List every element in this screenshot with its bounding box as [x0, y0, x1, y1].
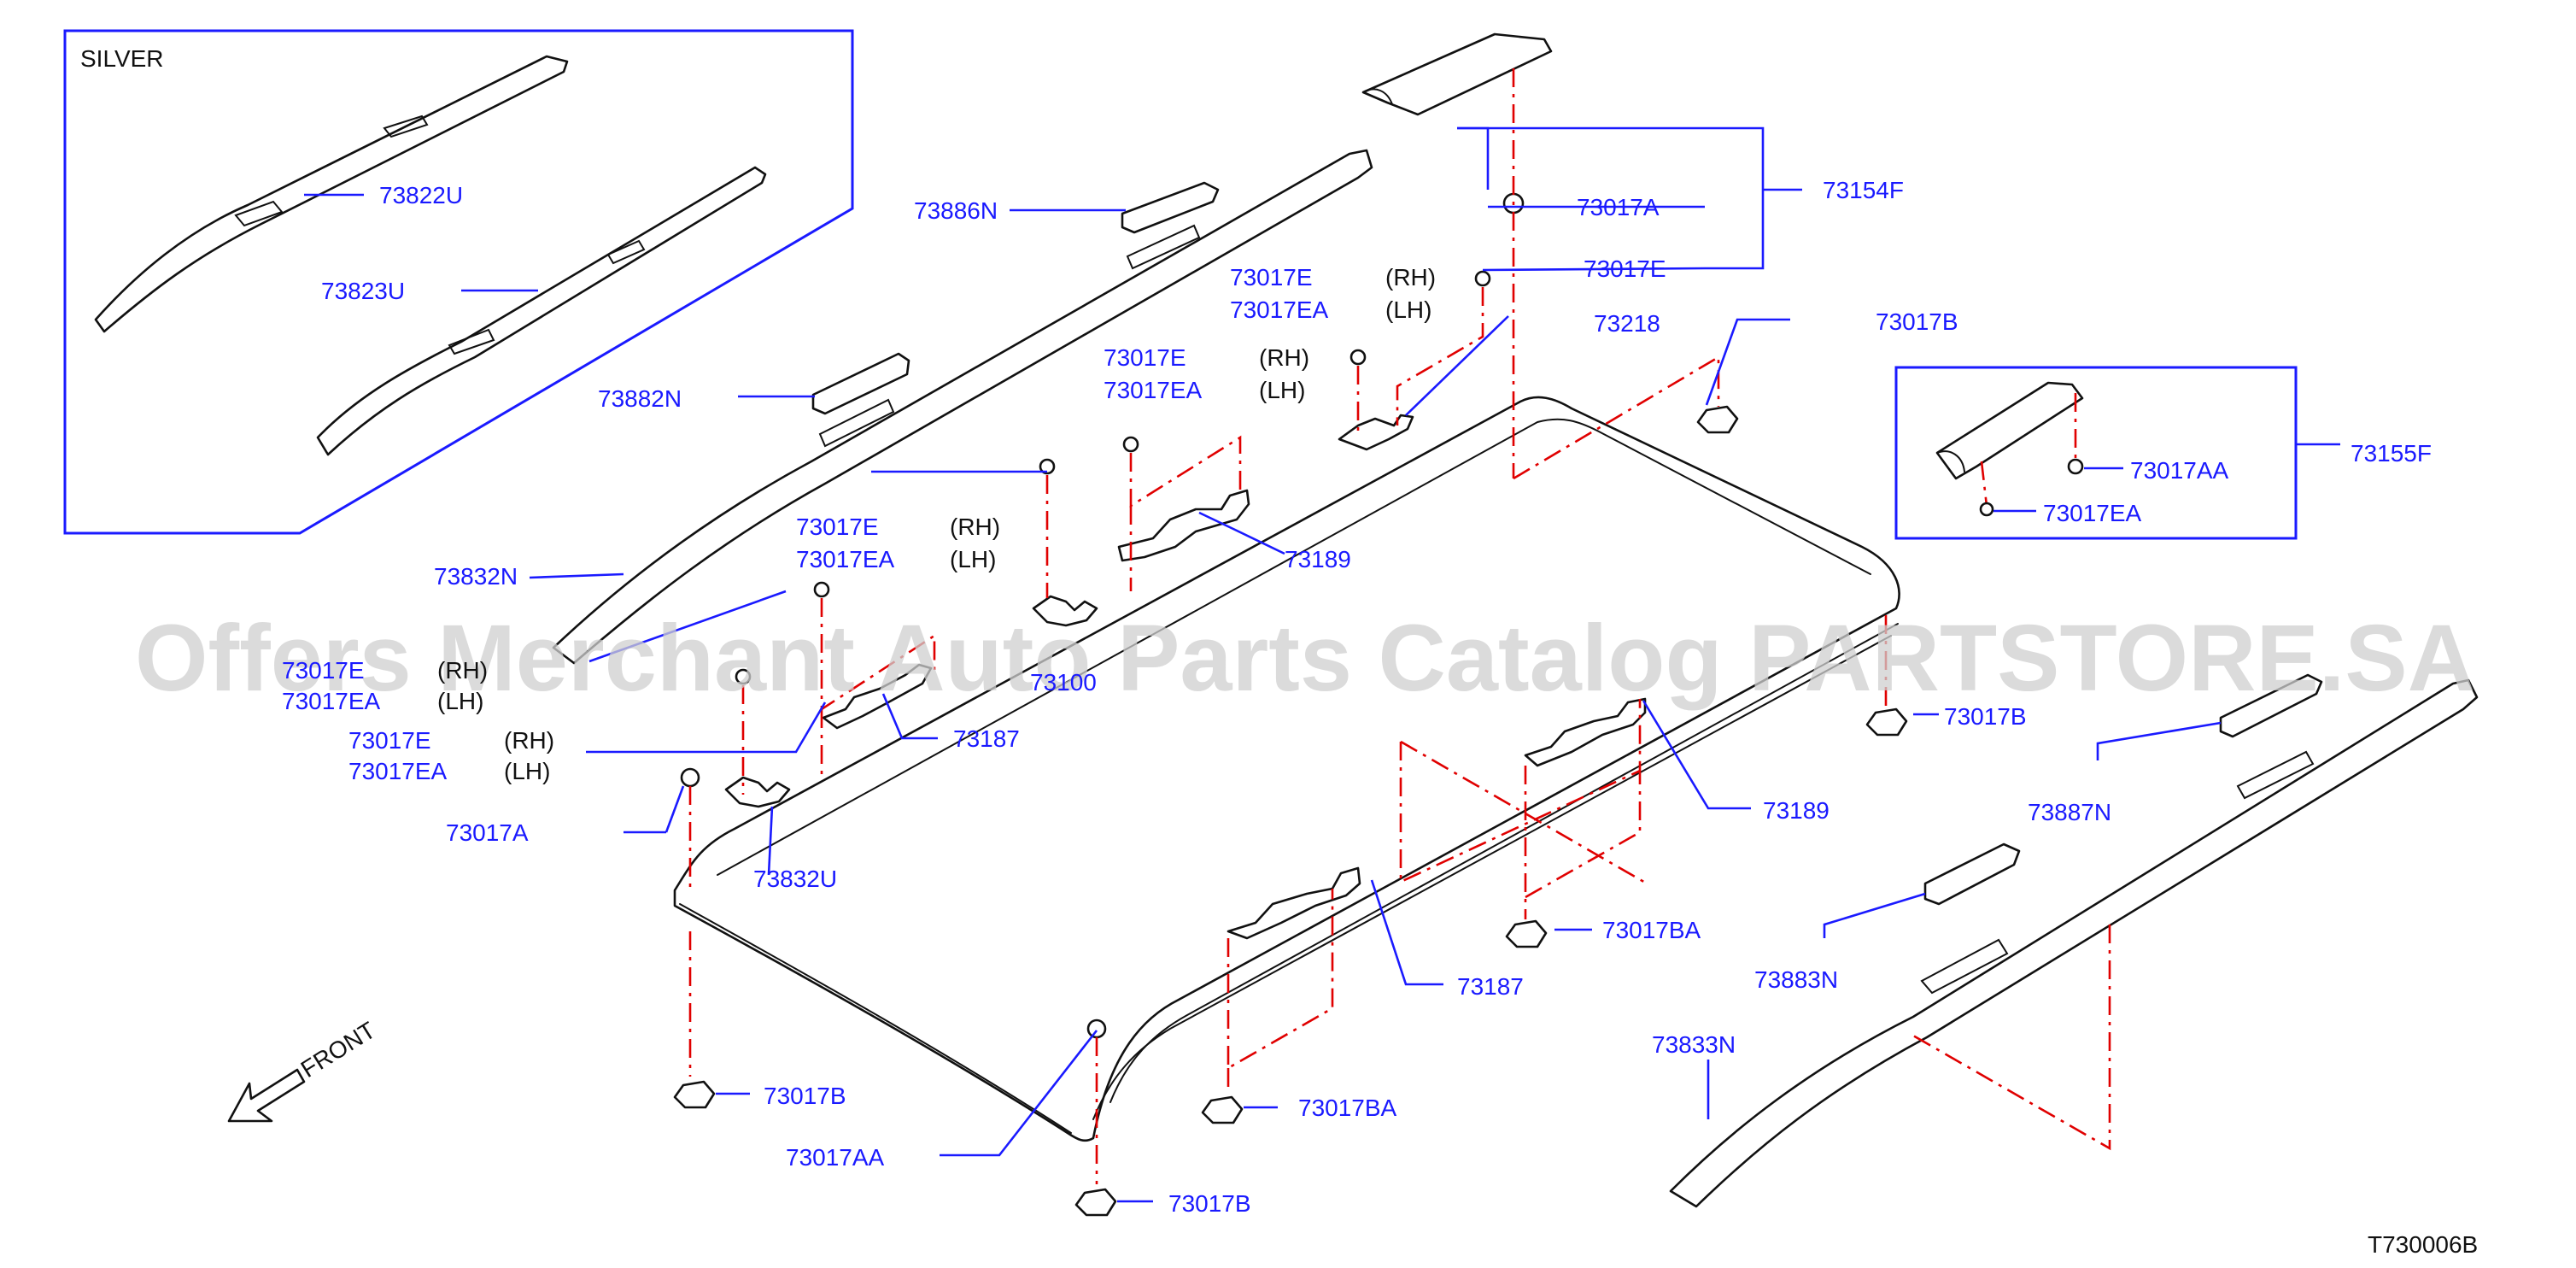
endcap-73886n-part — [1121, 181, 1220, 234]
label-73017ea-inset: 73017EA — [2043, 500, 2142, 526]
label-73017e-100: 73017E — [796, 514, 879, 540]
label-73832n: 73832N — [434, 563, 518, 590]
endcap-73155f-part — [1935, 381, 2084, 480]
label-73017e-832u: 73017E — [348, 727, 431, 754]
label-lh-189: (LH) — [1259, 377, 1305, 403]
watermark-text: Offers Merchant Auto Parts Catalog PARTS… — [135, 606, 2475, 711]
label-rh-189: (RH) — [1259, 344, 1309, 371]
fasteners — [673, 192, 1908, 1217]
label-lh-218: (LH) — [1385, 296, 1431, 323]
brackets — [724, 414, 1647, 940]
label-rh-832u: (RH) — [504, 727, 554, 754]
label-73017e-218: 73017E — [1230, 264, 1313, 291]
part-labels: 73822U 73823U 73886N 73882N 73832N 73154… — [282, 177, 2432, 1217]
front-direction-indicator: FRONT — [227, 1017, 380, 1123]
leader-lines — [586, 126, 1939, 1203]
label-73017ba-bottom: 73017BA — [1298, 1095, 1397, 1121]
label-73017e-top: 73017E — [1584, 255, 1666, 282]
rail-73822u-part — [94, 55, 569, 333]
front-arrow-icon — [227, 1068, 306, 1123]
roof-rail-left — [529, 149, 1373, 665]
label-rh-100: (RH) — [950, 514, 1000, 540]
label-73100: 73100 — [1030, 669, 1097, 696]
label-73017e-187: 73017E — [282, 657, 365, 684]
label-73823u: 73823U — [321, 278, 405, 304]
centerlines — [688, 68, 2111, 1184]
rail-73832n-part — [552, 149, 1373, 665]
endcap-73882n-part — [811, 352, 910, 415]
endcap-73883n-part — [1923, 842, 2021, 906]
inset-73155f — [1894, 366, 2340, 540]
rail-73823u-part — [316, 166, 767, 456]
label-73218: 73218 — [1594, 310, 1660, 337]
label-73832u: 73832U — [753, 866, 837, 892]
label-73017a-left: 73017A — [446, 819, 529, 846]
label-73189-top: 73189 — [1285, 546, 1351, 572]
silver-inset-box: SILVER — [63, 29, 854, 535]
label-73154f: 73154F — [1823, 177, 1904, 203]
label-lh-832u: (LH) — [504, 758, 550, 784]
label-73189-bottom: 73189 — [1763, 797, 1830, 824]
label-73017b-left: 73017B — [764, 1083, 846, 1109]
front-label: FRONT — [296, 1017, 380, 1083]
label-73017b-top: 73017B — [1876, 308, 1958, 335]
label-73886n: 73886N — [914, 197, 998, 224]
label-rh-218: (RH) — [1385, 264, 1436, 291]
label-73017b-right: 73017B — [1944, 703, 2027, 730]
label-73017ea-189: 73017EA — [1104, 377, 1203, 403]
label-73017ea-832u: 73017EA — [348, 758, 448, 784]
label-73017ea-218: 73017EA — [1230, 296, 1329, 323]
endcap-73154f-part — [1361, 32, 1553, 116]
label-73187-top: 73187 — [953, 725, 1020, 752]
label-73017e-189: 73017E — [1104, 344, 1186, 371]
roof-panel-73100-part — [673, 396, 1900, 1142]
label-lh-187: (LH) — [437, 688, 483, 714]
roof-panel — [673, 396, 1900, 1142]
label-73017ba-right: 73017BA — [1602, 917, 1701, 943]
label-73017a-top: 73017A — [1577, 194, 1660, 220]
label-lh-100: (LH) — [950, 546, 996, 572]
label-73017b-bottom: 73017B — [1168, 1190, 1251, 1217]
label-73883n: 73883N — [1754, 966, 1838, 993]
endcap-73887n-part — [2219, 673, 2323, 738]
label-73882n: 73882N — [598, 385, 682, 412]
diagram-id: T730006B — [2368, 1231, 2478, 1258]
label-73887n: 73887N — [2028, 799, 2111, 825]
label-73187-bottom: 73187 — [1457, 973, 1524, 1000]
label-73017aa-inset: 73017AA — [2130, 457, 2229, 484]
roof-rail-right — [1669, 678, 2479, 1208]
inset-title: SILVER — [80, 45, 164, 72]
label-73155f: 73155F — [2351, 440, 2432, 467]
label-73017ea-100: 73017EA — [796, 546, 895, 572]
label-73822u: 73822U — [379, 182, 463, 208]
label-73833n: 73833N — [1652, 1031, 1736, 1058]
label-73017ea-187: 73017EA — [282, 688, 381, 714]
rail-73833n-part — [1669, 678, 2479, 1208]
label-rh-187: (RH) — [437, 657, 488, 684]
label-73017aa-bottom: 73017AA — [786, 1144, 885, 1171]
